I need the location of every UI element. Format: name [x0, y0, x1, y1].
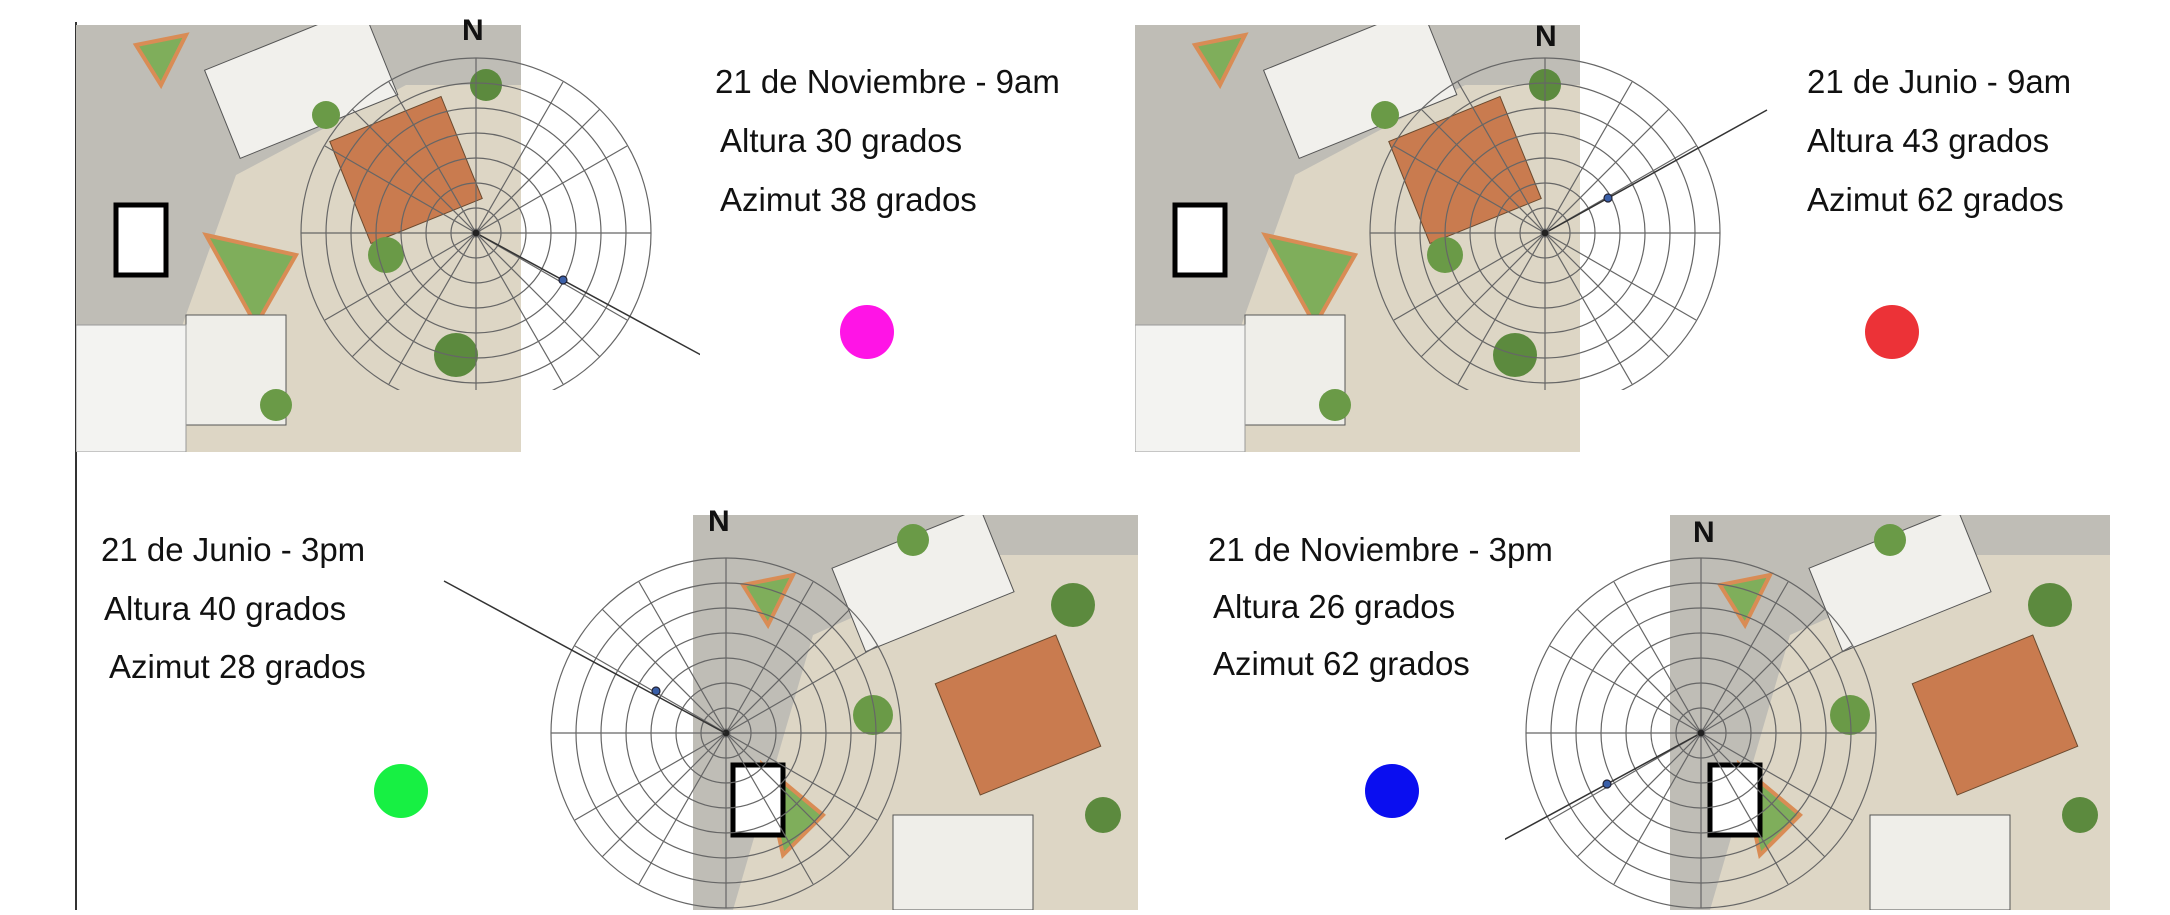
north-label: N	[708, 505, 730, 538]
color-marker-green	[374, 764, 428, 818]
site-plan-nov-3pm	[1670, 507, 2110, 911]
site-plan-jun-3pm	[693, 507, 1138, 911]
caption-azimut: Azimut 28 grados	[109, 648, 366, 685]
caption-altura: Altura 40 grados	[104, 590, 347, 627]
site-plan-jun-9am	[1134, 5, 1580, 455]
sun-path-chart-nov-3pm	[1505, 557, 1877, 909]
caption-azimut: Azimut 62 grados	[1807, 181, 2064, 218]
north-label: N	[462, 14, 484, 47]
caption-azimut: Azimut 38 grados	[720, 181, 977, 218]
site-plan-drawing	[693, 507, 1138, 911]
sun-path-chart-jun-3pm	[550, 557, 902, 909]
caption-title: 21 de Noviembre - 3pm	[1208, 531, 1553, 568]
north-label: N	[1693, 516, 1715, 549]
sun-direction-line	[443, 580, 726, 734]
caption-altura: Altura 43 grados	[1807, 122, 2050, 159]
color-marker-red	[1865, 305, 1919, 359]
caption-title: 21 de Junio - 9am	[1807, 63, 2072, 100]
sun-path-chart-nov-9am	[300, 57, 700, 390]
color-marker-blue	[1365, 764, 1419, 818]
color-marker-magenta	[840, 305, 894, 359]
north-label: N	[1535, 20, 1557, 53]
site-plan-nov-9am	[75, 5, 521, 455]
caption-title: 21 de Junio - 3pm	[101, 531, 366, 568]
frame-left-line	[75, 22, 77, 910]
sun-path-chart-jun-9am	[1369, 57, 1768, 390]
site-plan-drawing	[1134, 5, 1580, 455]
caption-azimut: Azimut 62 grados	[1213, 645, 1470, 682]
site-plan-drawing	[1670, 507, 2110, 911]
caption-altura: Altura 30 grados	[720, 122, 963, 159]
caption-altura: Altura 26 grados	[1213, 588, 1456, 625]
caption-title: 21 de Noviembre - 9am	[715, 63, 1060, 100]
site-plan-drawing	[75, 5, 521, 455]
